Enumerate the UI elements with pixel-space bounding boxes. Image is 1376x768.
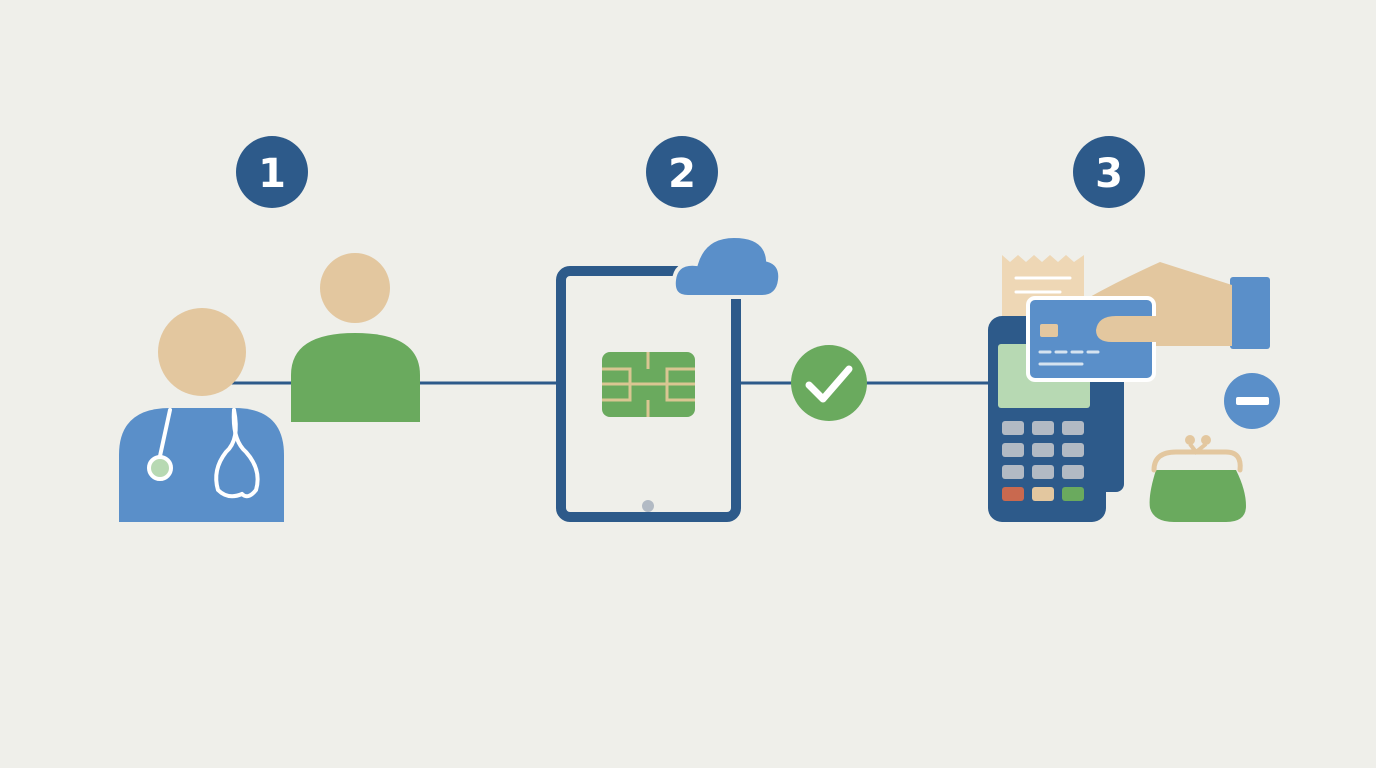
patient-icon <box>291 253 420 422</box>
check-icon <box>791 345 867 421</box>
cloud-icon <box>671 233 783 299</box>
chip-icon <box>602 352 695 417</box>
stethoscope-icon <box>147 408 260 499</box>
credit-card-icon <box>1026 296 1160 382</box>
step-1-number: 1 <box>258 151 286 197</box>
doctor-icon <box>119 308 284 522</box>
step-3-badge: 3 <box>1073 136 1145 208</box>
step-2-number: 2 <box>668 151 696 197</box>
step-3-number: 3 <box>1095 151 1123 197</box>
terminal-keypad <box>1002 421 1084 501</box>
minus-icon <box>1224 373 1280 429</box>
wallet-icon <box>1149 435 1246 522</box>
step-2-badge: 2 <box>646 136 718 208</box>
step-1-badge: 1 <box>236 136 308 208</box>
